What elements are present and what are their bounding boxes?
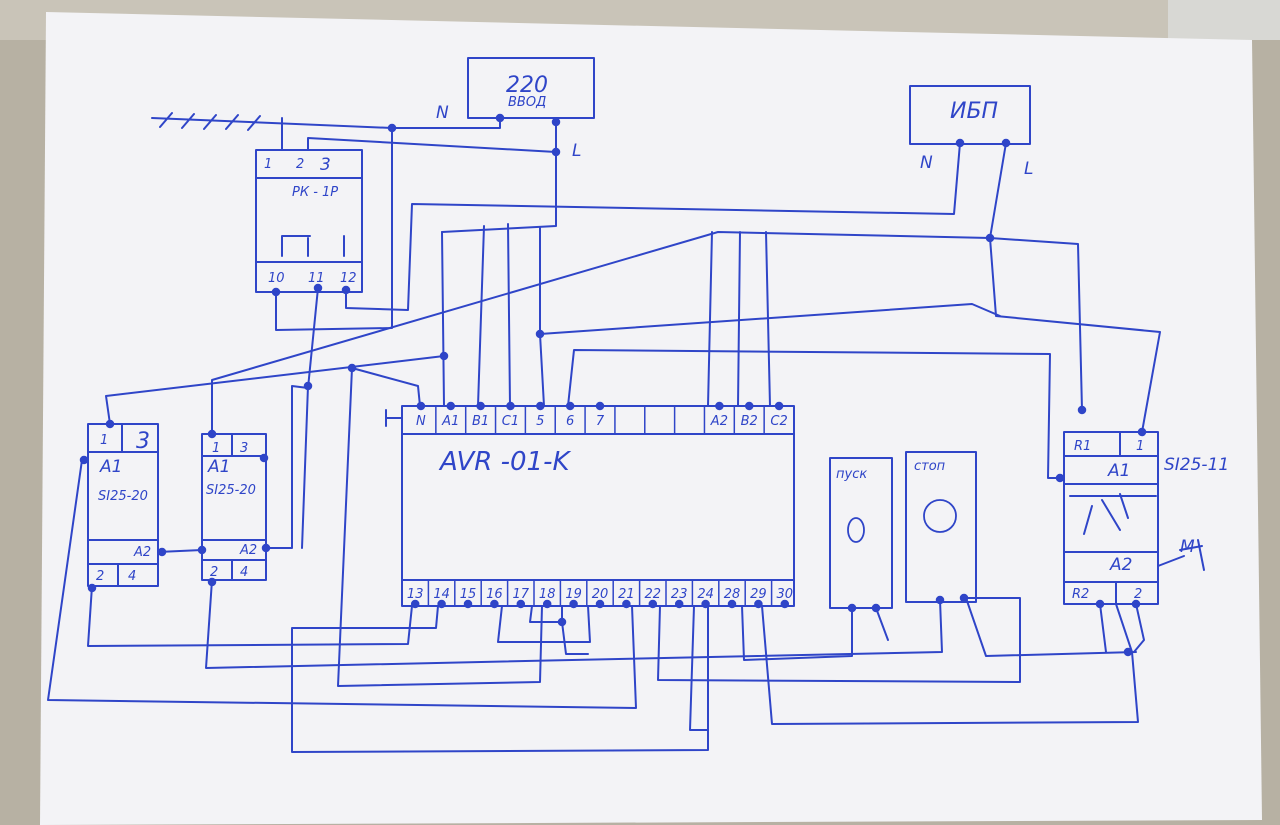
avr-bottom-terminal-label: 15 (460, 587, 477, 602)
avr-bottom-terminal-dot (410, 599, 420, 609)
ups-label: ИБП (950, 99, 998, 124)
relay-rk-name: РК - 1Р (292, 185, 338, 200)
avr-bottom-terminal-dot (780, 599, 790, 609)
avr-bottom-terminal-dot (542, 599, 552, 609)
ups-neutral-label: N (920, 153, 933, 173)
svg-text:1: 1 (1136, 439, 1144, 454)
svg-text:A1: A1 (207, 457, 230, 477)
avr-bottom-terminal-dot (516, 599, 526, 609)
input-220-label: ВВОД (508, 95, 546, 110)
avr-bottom-terminal-label: 16 (486, 587, 503, 602)
svg-text:A2: A2 (1109, 555, 1132, 575)
avr-top-terminal-dot (595, 401, 605, 411)
avr-top-terminal-label: C2 (770, 414, 787, 429)
svg-text:1: 1 (212, 441, 220, 456)
avr-top-terminal-label: B1 (472, 414, 489, 429)
avr-bottom-terminal-dot (569, 599, 578, 609)
main-phase-label: L (572, 141, 581, 161)
ups-box: ИБП (909, 85, 1031, 148)
avr-bottom-terminal-label: 13 (407, 587, 424, 602)
svg-text:10: 10 (268, 271, 285, 286)
avr-bottom-terminal-label: 22 (645, 587, 662, 602)
svg-text:11: 11 (308, 271, 325, 286)
contactor-1-name: SI25-20 (98, 489, 148, 504)
contactor-2: 1 3 A1 SI25-20 A2 2 4 (201, 433, 267, 581)
contactor-3-name: SI25-11 (1164, 455, 1229, 475)
avr-bottom-terminal-dot (490, 599, 499, 609)
start-button-label: пуск (836, 467, 867, 482)
start-button: пуск (829, 457, 893, 613)
svg-text:R1: R1 (1074, 439, 1091, 454)
svg-text:1: 1 (264, 157, 272, 172)
contactor-2-name: SI25-20 (206, 483, 256, 498)
input-220-voltage: 220 (506, 73, 548, 98)
svg-text:3: 3 (136, 429, 150, 454)
avr-bottom-terminal-dot (754, 599, 763, 609)
avr-bottom-terminal-label: 14 (433, 587, 450, 602)
avr-top-terminal-label: N (416, 414, 426, 429)
ground-line (151, 112, 393, 131)
avr-bottom-terminal-label: 21 (618, 587, 635, 602)
avr-bottom-terminal-label: 18 (539, 587, 556, 602)
avr-bottom-terminal-label: 29 (750, 587, 767, 602)
svg-text:2: 2 (210, 565, 218, 580)
paper-sheet (40, 12, 1262, 825)
svg-text:12: 12 (340, 271, 357, 286)
main-neutral-label: N (436, 103, 449, 123)
svg-text:4: 4 (128, 569, 136, 584)
avr-top-terminal-dot (715, 401, 724, 411)
motor-label: М (1180, 537, 1195, 557)
avr-bottom-terminal-label: 30 (777, 587, 794, 602)
avr-top-terminal-label: C1 (502, 414, 519, 429)
stop-button-label: стоп (914, 459, 946, 474)
avr-top-terminal-label: 6 (566, 414, 574, 429)
avr-top-terminal-label: A1 (441, 414, 459, 429)
avr-top-terminal-dot (446, 401, 456, 411)
svg-text:2: 2 (296, 157, 304, 172)
svg-text:2: 2 (1134, 587, 1142, 602)
avr-top-terminal-dot (774, 401, 784, 411)
ups-phase-label: L (1024, 159, 1033, 179)
svg-text:3: 3 (240, 441, 248, 456)
avr-bottom-terminal-label: 19 (565, 587, 582, 602)
avr-top-terminal-label: 5 (536, 414, 544, 429)
avr-module: N A1 B1 C1 5 6 7 A2 B2 C2 13 14 15 16 17 18 19 20 21 22 23 2… (385, 401, 795, 609)
relay-rk: 1 2 3 РК - 1Р 10 11 12 (255, 149, 363, 297)
junction-dots (79, 123, 1147, 657)
svg-text:A2: A2 (133, 545, 151, 560)
avr-bottom-terminal-dot (727, 599, 737, 609)
avr-bottom-terminal-dot (674, 599, 684, 609)
avr-bottom-terminal-dot (437, 599, 446, 609)
avr-bottom-terminal-dot (648, 599, 658, 609)
stop-button: стоп (905, 451, 977, 605)
avr-name: AVR -01-K (438, 447, 571, 477)
svg-text:A1: A1 (1107, 461, 1130, 481)
avr-top-terminal-dot (536, 401, 545, 411)
contactor-1: 1 3 A1 SI25-20 A2 2 4 (87, 423, 159, 587)
svg-text:R2: R2 (1072, 587, 1089, 602)
contactor-3: R1 1 A1 A2 R2 2 (1063, 431, 1159, 605)
avr-bottom-terminal-label: 23 (671, 587, 688, 602)
avr-top-terminal-label: B2 (741, 414, 758, 429)
svg-text:A2: A2 (239, 543, 257, 558)
motor-symbol: М (1157, 537, 1205, 571)
avr-bottom-terminal-label: 17 (513, 587, 530, 602)
avr-top-terminal-label: 7 (596, 414, 605, 429)
avr-top-terminal-label: A2 (710, 414, 728, 429)
avr-bottom-terminal-label: 28 (724, 587, 741, 602)
svg-text:2: 2 (96, 569, 104, 584)
input-220-box: 220 ВВОД (467, 57, 595, 127)
avr-bottom-terminal-label: 20 (592, 587, 609, 602)
avr-top-terminal-dot (744, 401, 754, 411)
svg-text:1: 1 (100, 433, 108, 448)
avr-bottom-terminal-dot (595, 599, 605, 609)
svg-text:4: 4 (240, 565, 248, 580)
svg-text:3: 3 (320, 155, 331, 175)
svg-text:A1: A1 (99, 457, 122, 477)
avr-bottom-terminal-label: 24 (697, 587, 714, 602)
avr-bottom-terminal-dot (463, 599, 473, 609)
